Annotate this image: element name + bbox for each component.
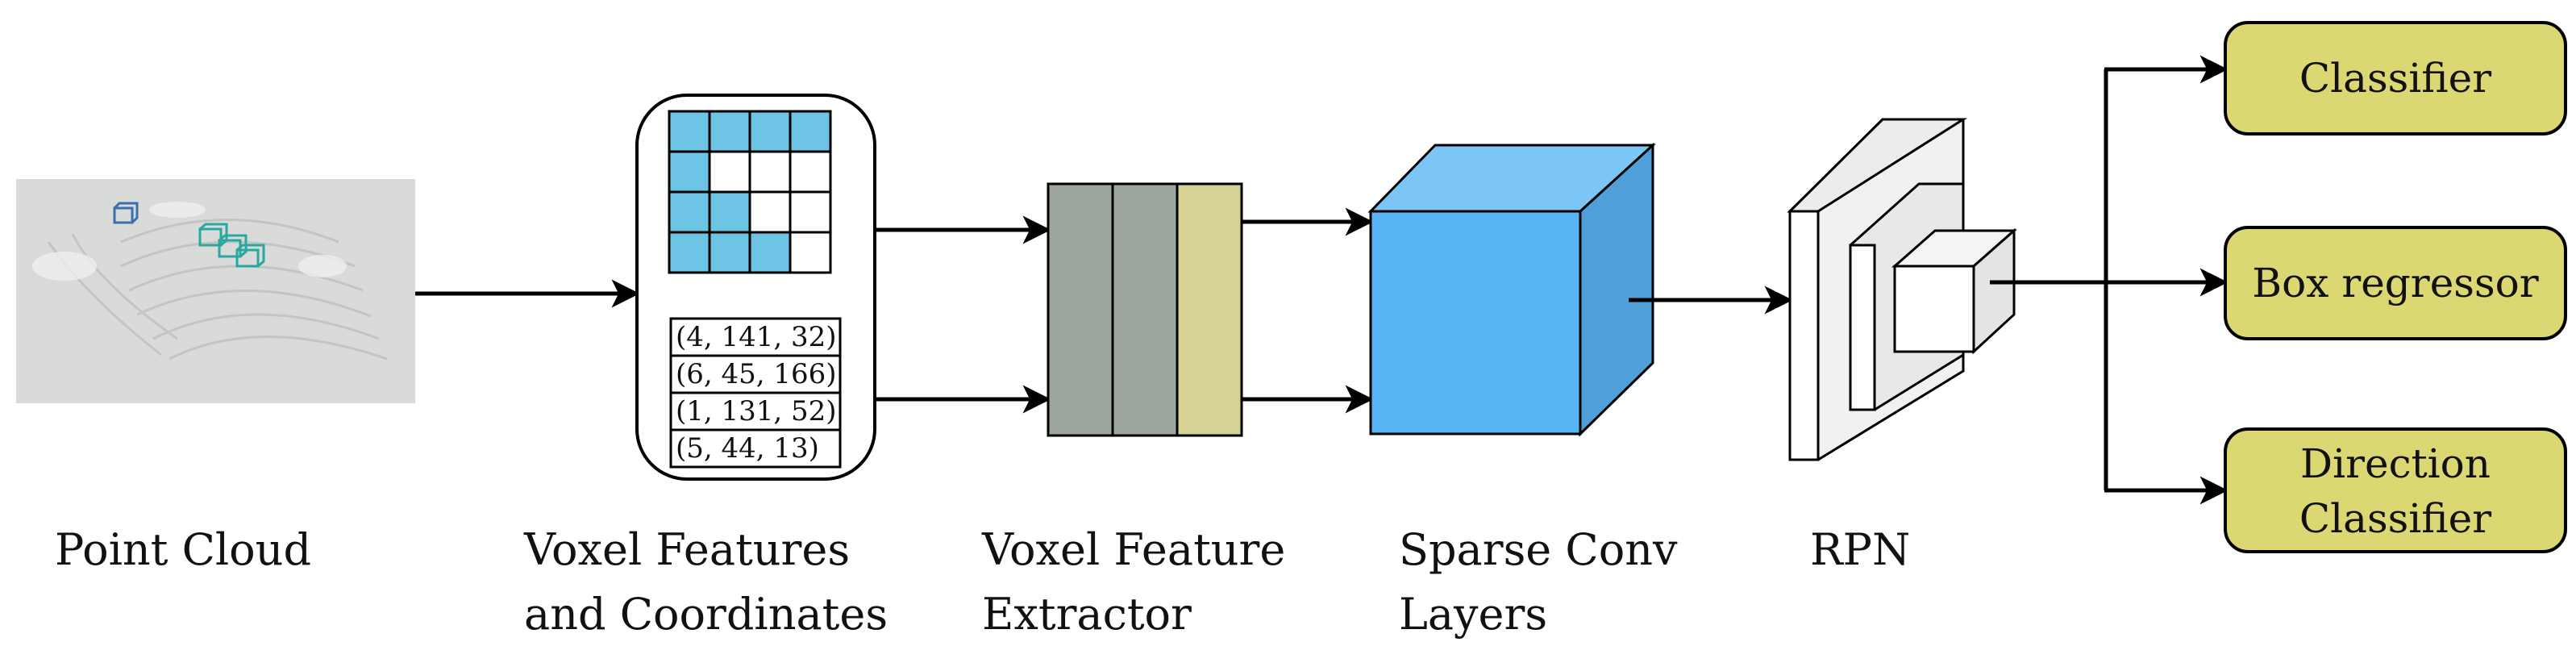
classifier-label: Classifier xyxy=(2299,55,2491,102)
voxel-cell xyxy=(708,231,751,274)
voxel-cell xyxy=(789,231,832,274)
classifier-head: Classifier xyxy=(2224,21,2567,135)
sparse-conv-cube xyxy=(1367,142,1656,437)
voxel-feature-extractor-label-line2: Extractor xyxy=(982,589,1192,640)
voxel-grid xyxy=(668,110,832,274)
coordinate-cell xyxy=(669,428,842,469)
box-regressor-head: Box regressor xyxy=(2224,226,2567,340)
point-cloud-image xyxy=(16,179,415,403)
coordinate-cell xyxy=(669,391,842,431)
voxel-cell xyxy=(668,190,711,234)
sparse-conv-label-line1: Sparse Conv xyxy=(1399,524,1678,575)
voxel-cell xyxy=(748,150,792,194)
voxel-cell xyxy=(668,150,711,194)
box-regressor-label: Box regressor xyxy=(2252,260,2538,306)
direction-classifier-label-line2: Classifier xyxy=(2299,495,2491,542)
rpn-block xyxy=(1787,118,2017,461)
coordinate-cell xyxy=(669,354,842,394)
point-cloud-label: Point Cloud xyxy=(55,524,311,575)
coordinate-list: (4, 141, 32) (6, 45, 166) (1, 131, 52) (5, … xyxy=(669,317,842,469)
voxel-feature-extractor-label-line1: Voxel Feature xyxy=(981,524,1285,575)
detection-box-icon xyxy=(198,223,265,268)
voxel-cell xyxy=(789,110,832,153)
voxel-feature-extractor-block xyxy=(1047,182,1243,437)
detection-box-icon xyxy=(113,202,139,224)
voxel-cell xyxy=(668,110,711,153)
voxel-cell xyxy=(748,190,792,234)
voxel-cell xyxy=(708,150,751,194)
coordinate-cell xyxy=(669,317,842,357)
voxel-cell xyxy=(748,110,792,153)
voxel-features-panel: (4, 141, 32) (6, 45, 166) (1, 131, 52) (5, … xyxy=(635,94,876,481)
coordinate-text: (5, 44, 13) xyxy=(676,432,819,465)
coordinate-text: (1, 131, 52) xyxy=(676,395,837,427)
coordinate-text: (4, 141, 32) xyxy=(676,321,837,353)
rpn-output-branches xyxy=(1990,55,2229,505)
voxel-cell xyxy=(708,190,751,234)
voxel-features-label-line1: Voxel Features xyxy=(523,524,850,575)
voxel-features-label-line2: and Coordinates xyxy=(524,589,888,640)
direction-classifier-label-line1: Direction xyxy=(2300,440,2491,487)
voxel-cell xyxy=(668,231,711,274)
coordinate-text: (6, 45, 166) xyxy=(676,358,837,390)
voxel-cell xyxy=(789,150,832,194)
voxel-cell xyxy=(748,231,792,274)
sparse-conv-label-line2: Layers xyxy=(1399,589,1547,640)
direction-classifier-head: Direction Classifier xyxy=(2224,427,2567,553)
voxel-cell xyxy=(789,190,832,234)
voxel-cell xyxy=(708,110,751,153)
rpn-label: RPN xyxy=(1810,524,1910,575)
